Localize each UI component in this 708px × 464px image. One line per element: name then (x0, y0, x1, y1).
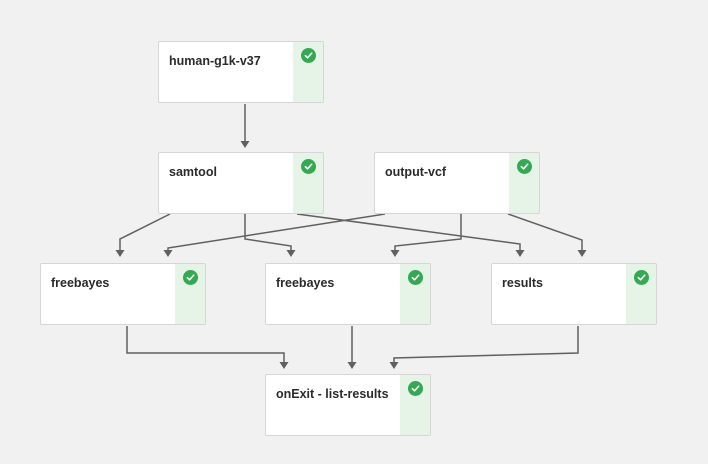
node-freebayes-2[interactable]: freebayes (265, 263, 431, 325)
node-human-g1k-v37[interactable]: human-g1k-v37 (158, 41, 324, 103)
arrowhead-icon (515, 250, 525, 257)
arrowhead-icon (389, 362, 399, 369)
check-circle-icon (407, 270, 423, 285)
edge-samtool-to-freebayes-1 (119, 213, 171, 253)
node-results[interactable]: results (491, 263, 657, 325)
node-label: freebayes (51, 276, 110, 290)
node-output-vcf[interactable]: output-vcf (374, 152, 540, 214)
edge-output-vcf-to-results (507, 213, 583, 253)
node-label: output-vcf (385, 165, 447, 179)
node-status (509, 153, 539, 213)
node-status (400, 375, 430, 435)
edge-samtool-to-results (296, 213, 521, 253)
edge-results-to-on-exit (393, 326, 579, 365)
edge-output-vcf-to-freebayes-1 (167, 213, 386, 253)
arrowhead-icon (115, 250, 125, 257)
arrowhead-icon (347, 362, 357, 369)
node-status (626, 264, 656, 324)
edge-output-vcf-to-freebayes-2 (394, 214, 462, 253)
check-circle-icon (633, 270, 649, 285)
check-circle-icon (300, 159, 316, 174)
node-on-exit-list-results[interactable]: onExit - list-results (265, 374, 431, 436)
edge-freebayes-1-to-on-exit (126, 326, 285, 365)
node-samtool[interactable]: samtool (158, 152, 324, 214)
node-status (293, 153, 323, 213)
arrowhead-icon (279, 362, 289, 369)
check-circle-icon (516, 159, 532, 174)
node-freebayes-1[interactable]: freebayes (40, 263, 206, 325)
check-circle-icon (182, 270, 198, 285)
check-circle-icon (300, 48, 316, 63)
node-label: freebayes (276, 276, 335, 290)
check-circle-icon (407, 381, 423, 396)
arrowhead-icon (240, 141, 250, 148)
node-status (175, 264, 205, 324)
node-label: human-g1k-v37 (169, 54, 261, 68)
arrowhead-icon (286, 250, 296, 257)
node-label: results (502, 276, 543, 290)
node-status (293, 42, 323, 102)
node-label: onExit - list-results (276, 387, 389, 401)
arrowhead-icon (577, 250, 587, 257)
edge-samtool-to-freebayes-2 (244, 214, 292, 253)
arrowhead-icon (390, 250, 400, 257)
node-label: samtool (169, 165, 217, 179)
arrowhead-icon (163, 250, 173, 257)
node-status (400, 264, 430, 324)
